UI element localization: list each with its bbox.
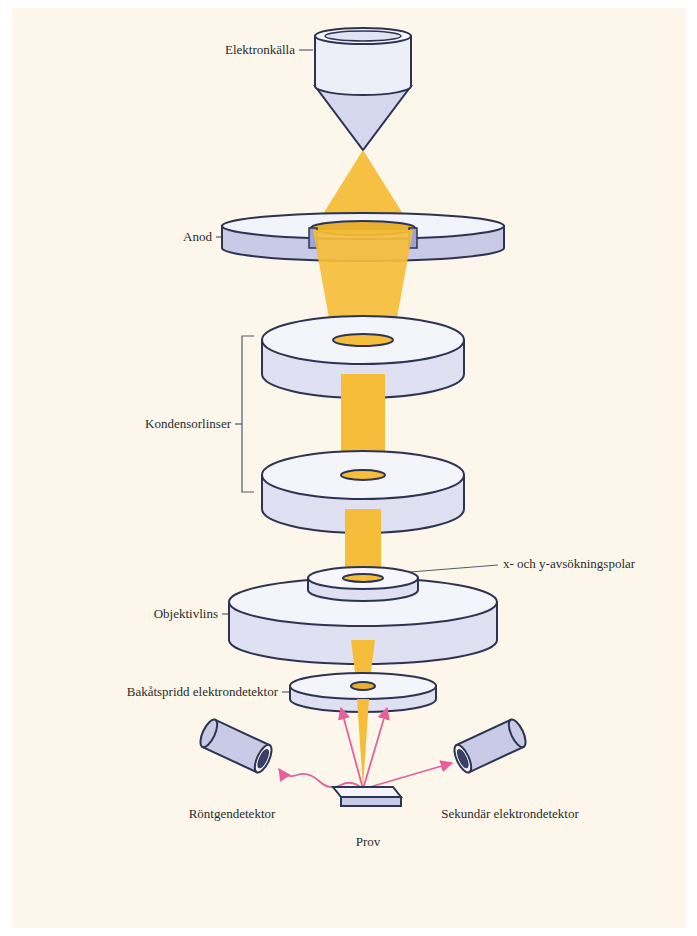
background-panel bbox=[12, 8, 686, 928]
part-label: Anod bbox=[183, 229, 212, 245]
signal-arrows bbox=[279, 708, 452, 789]
sample bbox=[333, 787, 401, 806]
part-label: Objektivlins bbox=[154, 606, 218, 622]
xray-detector bbox=[197, 717, 275, 775]
part-label: Bakåtspridd elektrondetektor bbox=[127, 684, 278, 700]
part-label: x- och y-avsökningspolar bbox=[503, 556, 635, 572]
electron-source bbox=[315, 28, 411, 150]
part-label: Röntgendetektor bbox=[189, 806, 276, 822]
leader-lines bbox=[216, 50, 498, 692]
secondary-detector bbox=[451, 717, 529, 775]
scan-coils bbox=[308, 567, 418, 601]
part-label: Kondensorlinser bbox=[145, 416, 231, 432]
part-label: Elektronkälla bbox=[225, 42, 295, 58]
part-label: Prov bbox=[356, 834, 381, 850]
part-label: Sekundär elektrondetektor bbox=[441, 806, 579, 822]
